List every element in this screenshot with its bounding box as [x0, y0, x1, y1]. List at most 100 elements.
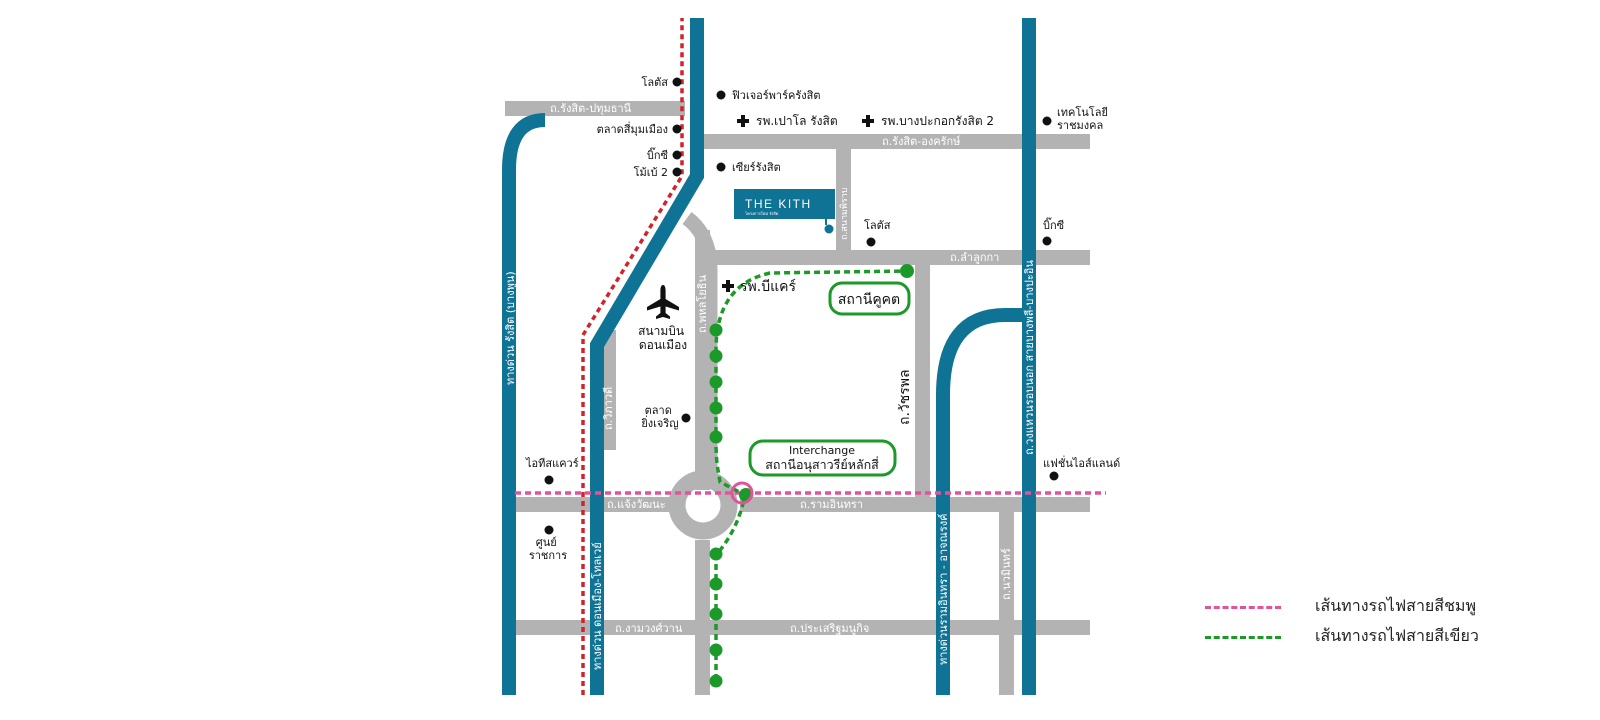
place-gov-center-line2: ราชการ	[529, 549, 567, 562]
green-line-route	[714, 269, 908, 680]
label-ngamwongwan: ถ.งามวงศ์วาน	[615, 622, 683, 635]
label-phahonyothin: ถ.พหลโยธิน	[695, 275, 709, 333]
place-dot	[672, 150, 682, 160]
place-gov-center: ศูนย์ ราชการ	[529, 536, 567, 562]
project-tagline: โครงการใหม่ รังสิต	[745, 211, 779, 216]
place-airport-line1: สนามบิน	[638, 324, 684, 338]
airplane-icon	[647, 285, 679, 319]
label-rangsit-expressway: ทางด่วน รังสิต (บางพูน)	[504, 271, 517, 385]
khu-khot-station: สถานีคูคต	[828, 281, 911, 316]
green-station-dot	[709, 577, 723, 591]
interchange-station: Interchange สถานีอนุสาวรีย์หลักสี่	[748, 439, 897, 477]
hospital-cross-icon	[862, 115, 874, 127]
green-station-dot	[709, 349, 723, 363]
place-lotus-lamlukka: โลตัส	[864, 218, 891, 232]
place-dot	[1042, 116, 1052, 126]
location-pin-icon	[824, 224, 834, 234]
road-nawamin	[999, 512, 1014, 695]
place-fashion-island: แฟชั่นไอส์แลนด์	[1043, 455, 1120, 470]
label-prasertmanukit: ถ.ประเสริฐมนูกิจ	[790, 622, 869, 635]
road-network	[505, 101, 1090, 695]
place-dot	[716, 162, 726, 172]
green-station-dot	[709, 607, 723, 621]
place-big-c-west: บิ๊กซี	[647, 147, 669, 162]
place-yingcharoen-line2: ยิ่งเจริญ	[641, 415, 679, 430]
label-vibhavadi: ถ.วิภาวดี	[602, 387, 615, 430]
green-station-dot	[709, 547, 723, 561]
place-lotus-north: โลตัส	[641, 75, 668, 89]
legend-green-swatch	[1205, 636, 1281, 639]
khu-khot-label: สถานีคูคต	[838, 292, 900, 308]
label-donmueang-tollway: ทางด่วน ดอนเมือง-โทลเวย์	[590, 542, 604, 670]
place-dot	[1042, 236, 1052, 246]
expressways	[502, 18, 1036, 695]
road-ramintra	[740, 497, 1090, 512]
khu-khot-station-dot	[900, 264, 914, 278]
green-station-dot	[709, 643, 723, 657]
interchange-label-en: Interchange	[789, 444, 855, 457]
green-station-dot	[709, 430, 723, 444]
place-zeer-rangsit: เซียร์รังสิต	[732, 161, 781, 174]
place-talad-yingcharoen: ตลาด ยิ่งเจริญ	[641, 404, 679, 430]
green-line-stations	[709, 264, 914, 688]
place-dot	[716, 90, 726, 100]
label-sanamphirao: ถ.สนามพิราบ	[839, 187, 850, 240]
label-nawamin: ถ.นวมินทร์	[1000, 548, 1013, 600]
place-dot	[672, 77, 682, 87]
label-ramintra-expressway: ทางด่วนรามอินทรา - อาจณรงค์	[937, 514, 950, 665]
red-line-railway	[581, 18, 684, 695]
project-name: THE KITH	[745, 197, 812, 211]
road-rangsit-ongkharak	[695, 134, 1090, 149]
hospital-bmc: รพ.บีแคร์	[740, 278, 796, 295]
interchange-pink-ring	[730, 481, 754, 505]
label-rangsit-pathumthani: ถ.รังสิต-ปทุมธานี	[550, 102, 632, 115]
outer-ring-road	[1022, 18, 1036, 695]
legend: เส้นทางรถไฟสายสีชมพู เส้นทางรถไฟสายสีเขี…	[1205, 596, 1545, 660]
laksi-roundabout	[668, 470, 738, 540]
road-labels: ถ.รังสิต-ปทุมธานี ถ.รังสิต-องครักษ์ ถ.ลำ…	[504, 102, 1036, 670]
place-big-c-east: บิ๊กซี	[1043, 217, 1065, 232]
place-dot	[672, 124, 682, 134]
green-station-dot	[709, 375, 723, 389]
ramintra-expressway	[936, 308, 1030, 695]
rangsit-expressway	[502, 113, 546, 695]
label-ramintra: ถ.รามอินทรา	[800, 498, 863, 511]
place-dot	[681, 413, 691, 423]
hospital-bangpakok: รพ.บางปะกอกรังสิต 2	[881, 114, 994, 128]
place-airport: สนามบิน ดอนเมือง	[638, 324, 688, 352]
place-future-park: ฟิวเจอร์พาร์ครังสิต	[732, 89, 821, 102]
road-watcharaphon	[915, 265, 930, 502]
interchange-label-th: สถานีอนุสาวรีย์หลักสี่	[765, 456, 879, 473]
hospital-cross-icon	[722, 280, 734, 292]
label-rangsit-ongkharak: ถ.รังสิต-องครักษ์	[882, 135, 961, 148]
place-gov-center-line1: ศูนย์	[536, 536, 557, 549]
place-dot	[866, 237, 876, 247]
hospital-cross-icon	[737, 115, 749, 127]
road-phahonyothin-south	[695, 540, 710, 695]
hospital-paolo: รพ.เปาโล รังสิต	[756, 114, 838, 128]
place-makro: โม้เบ้ 2	[634, 165, 668, 179]
place-tech-rmutt-line2: ราชมงคล	[1057, 119, 1103, 132]
place-dot	[1049, 471, 1059, 481]
legend-green-row: เส้นทางรถไฟสายสีเขียว	[1205, 626, 1545, 660]
place-dot	[672, 167, 682, 177]
place-yingcharoen-line1: ตลาด	[645, 404, 672, 417]
label-outer-ring: ถ.วงแหวนรอบนอก สายบางพลี-บางปะอิน	[1023, 260, 1036, 455]
road-phahonyothin	[695, 230, 710, 490]
green-station-dot	[709, 323, 723, 337]
place-dot	[544, 475, 554, 485]
legend-pink-label: เส้นทางรถไฟสายสีชมพู	[1315, 596, 1477, 615]
road-lamlukka	[695, 250, 1090, 265]
road-rangsit-pathumthani	[505, 101, 685, 116]
place-talad-si-mum-mueang: ตลาดสี่มุมเมือง	[597, 121, 668, 136]
hospitals-layer: รพ.เปาโล รังสิต รพ.บางปะกอกรังสิต 2 รพ.บ…	[722, 114, 994, 295]
place-it-square: ไอทีสแควร์	[525, 457, 579, 470]
project-sign: THE KITH โครงการใหม่ รังสิต	[734, 189, 835, 234]
place-airport-line2: ดอนเมือง	[639, 338, 687, 352]
legend-pink-row: เส้นทางรถไฟสายสีชมพู	[1205, 596, 1545, 630]
place-dot	[544, 525, 554, 535]
donmueang-tollway	[590, 18, 704, 695]
road-vibhavadi-frontage	[601, 330, 616, 450]
green-station-dot	[709, 401, 723, 415]
